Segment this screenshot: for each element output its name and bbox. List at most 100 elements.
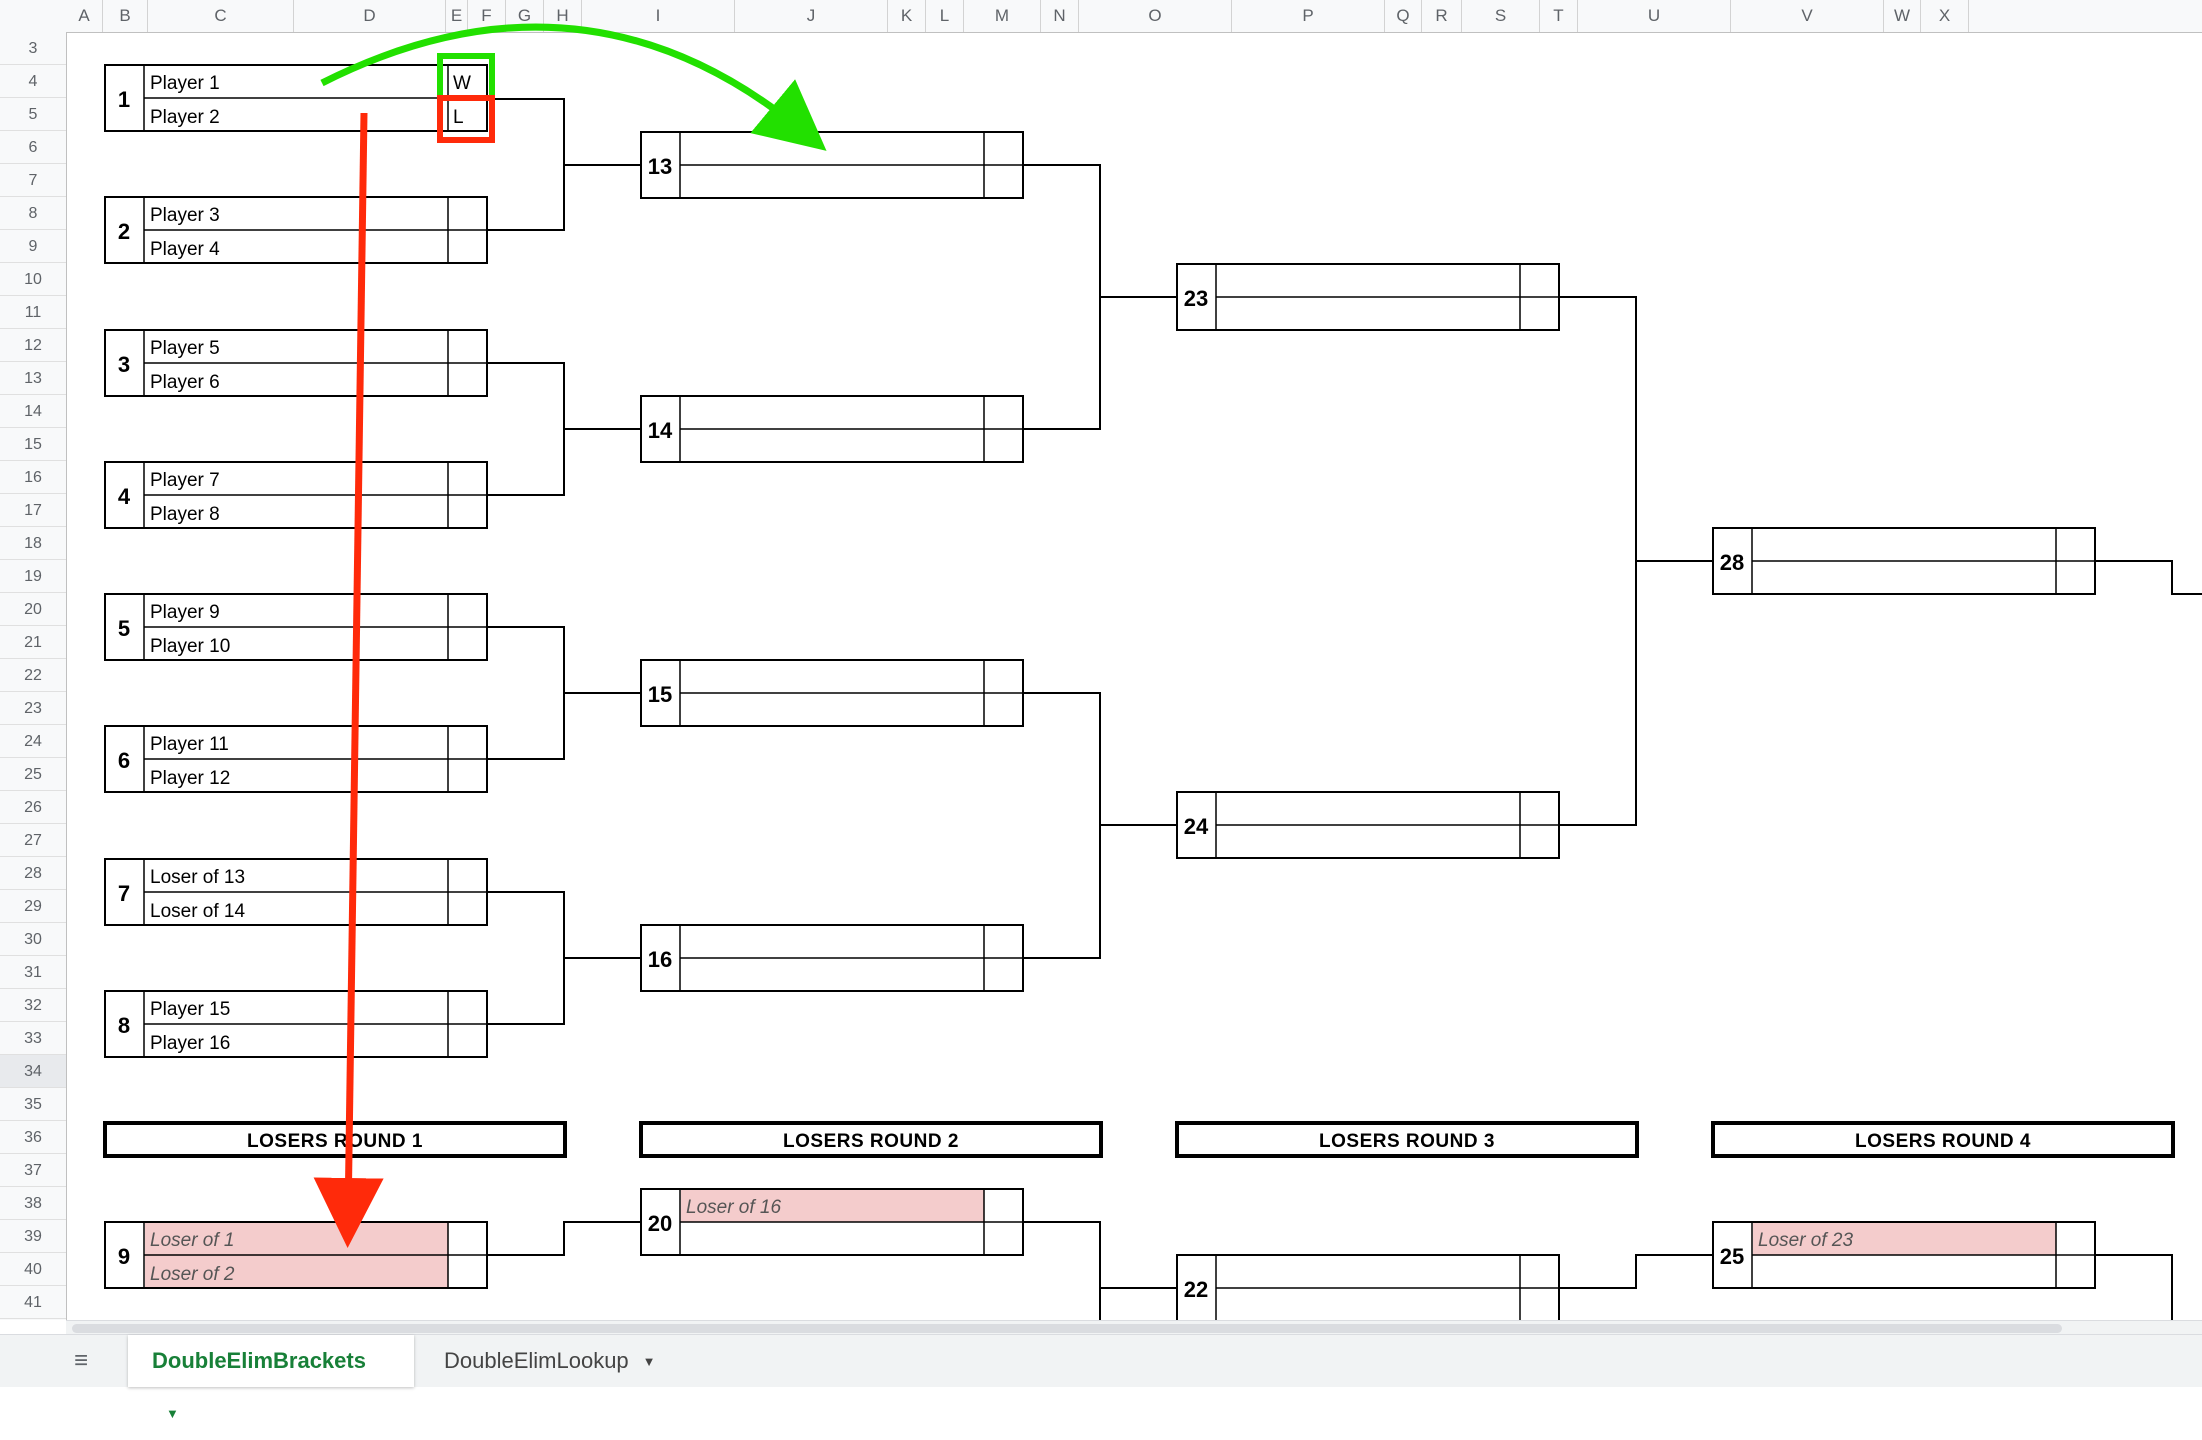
column-header-u[interactable]: U bbox=[1578, 0, 1731, 32]
match-28[interactable]: 28 bbox=[1712, 527, 2096, 595]
row-header-15[interactable]: 15 bbox=[0, 428, 66, 461]
match-bottom-player[interactable]: Player 10 bbox=[150, 636, 230, 657]
match-top-player[interactable]: Player 7 bbox=[150, 470, 220, 491]
row-header-7[interactable]: 7 bbox=[0, 164, 66, 197]
column-header-p[interactable]: P bbox=[1232, 0, 1385, 32]
match-13[interactable]: 13 bbox=[640, 131, 1024, 199]
column-header-i[interactable]: I bbox=[582, 0, 735, 32]
column-header-c[interactable]: C bbox=[148, 0, 294, 32]
column-header-w[interactable]: W bbox=[1884, 0, 1921, 32]
column-header-x[interactable]: X bbox=[1921, 0, 1969, 32]
row-header-22[interactable]: 22 bbox=[0, 659, 66, 692]
match-bottom-player[interactable]: Player 2 bbox=[150, 107, 220, 128]
match-top-player[interactable]: Player 15 bbox=[150, 999, 230, 1020]
row-header-24[interactable]: 24 bbox=[0, 725, 66, 758]
match-bottom-player[interactable]: Player 8 bbox=[150, 504, 220, 525]
loser-mark[interactable]: L bbox=[453, 107, 464, 128]
column-header-d[interactable]: D bbox=[294, 0, 446, 32]
column-header-n[interactable]: N bbox=[1041, 0, 1079, 32]
row-header-25[interactable]: 25 bbox=[0, 758, 66, 791]
tab-doubleelimlookup[interactable]: DoubleElimLookup▼ bbox=[420, 1335, 696, 1387]
match-15[interactable]: 15 bbox=[640, 659, 1024, 727]
column-header-v[interactable]: V bbox=[1731, 0, 1884, 32]
match-16[interactable]: 16 bbox=[640, 924, 1024, 992]
match-top-player[interactable]: Loser of 16 bbox=[686, 1197, 781, 1218]
row-header-38[interactable]: 38 bbox=[0, 1187, 66, 1220]
row-header-16[interactable]: 16 bbox=[0, 461, 66, 494]
match-1[interactable]: 1 Player 1 Player 2 W L bbox=[104, 64, 488, 132]
row-header-9[interactable]: 9 bbox=[0, 230, 66, 263]
match-bottom-player[interactable]: Loser of 2 bbox=[150, 1264, 235, 1285]
row-header-6[interactable]: 6 bbox=[0, 131, 66, 164]
match-bottom-player[interactable]: Player 16 bbox=[150, 1033, 230, 1054]
row-header-20[interactable]: 20 bbox=[0, 593, 66, 626]
column-header-g[interactable]: G bbox=[506, 0, 544, 32]
row-header-36[interactable]: 36 bbox=[0, 1121, 66, 1154]
match-bottom-player[interactable]: Loser of 14 bbox=[150, 901, 245, 922]
row-header-34[interactable]: 34 bbox=[0, 1055, 66, 1088]
row-header-33[interactable]: 33 bbox=[0, 1022, 66, 1055]
row-header-19[interactable]: 19 bbox=[0, 560, 66, 593]
row-header-13[interactable]: 13 bbox=[0, 362, 66, 395]
column-header-a[interactable]: A bbox=[66, 0, 103, 32]
row-header-8[interactable]: 8 bbox=[0, 197, 66, 230]
column-header-m[interactable]: M bbox=[964, 0, 1041, 32]
match-5[interactable]: 5 Player 9 Player 10 bbox=[104, 593, 488, 661]
match-2[interactable]: 2 Player 3 Player 4 bbox=[104, 196, 488, 264]
match-top-player[interactable]: Player 11 bbox=[150, 734, 229, 755]
losers-match-25[interactable]: 25 Loser of 23 bbox=[1712, 1221, 2096, 1289]
horizontal-scrollbar[interactable] bbox=[66, 1320, 2202, 1335]
row-header-28[interactable]: 28 bbox=[0, 857, 66, 890]
row-header-3[interactable]: 3 bbox=[0, 32, 66, 65]
match-14[interactable]: 14 bbox=[640, 395, 1024, 463]
column-header-k[interactable]: K bbox=[888, 0, 926, 32]
match-4[interactable]: 4 Player 7 Player 8 bbox=[104, 461, 488, 529]
match-top-player[interactable]: Player 1 bbox=[150, 73, 220, 94]
match-top-player[interactable]: Player 5 bbox=[150, 338, 220, 359]
match-6[interactable]: 6 Player 11 Player 12 bbox=[104, 725, 488, 793]
column-header-j[interactable]: J bbox=[735, 0, 888, 32]
match-bottom-player[interactable]: Player 4 bbox=[150, 239, 220, 260]
row-header-26[interactable]: 26 bbox=[0, 791, 66, 824]
column-header-e[interactable]: E bbox=[446, 0, 468, 32]
row-header-10[interactable]: 10 bbox=[0, 263, 66, 296]
row-header-29[interactable]: 29 bbox=[0, 890, 66, 923]
row-header-14[interactable]: 14 bbox=[0, 395, 66, 428]
match-7[interactable]: 7 Loser of 13 Loser of 14 bbox=[104, 858, 488, 926]
row-header-30[interactable]: 30 bbox=[0, 923, 66, 956]
losers-match-22[interactable]: 22 bbox=[1176, 1254, 1560, 1320]
row-header-40[interactable]: 40 bbox=[0, 1253, 66, 1286]
column-header-q[interactable]: Q bbox=[1385, 0, 1422, 32]
column-header-o[interactable]: O bbox=[1079, 0, 1232, 32]
row-header-37[interactable]: 37 bbox=[0, 1154, 66, 1187]
column-header-f[interactable]: F bbox=[468, 0, 506, 32]
winner-mark[interactable]: W bbox=[453, 73, 471, 94]
column-header-r[interactable]: R bbox=[1422, 0, 1462, 32]
row-header-27[interactable]: 27 bbox=[0, 824, 66, 857]
losers-match-20[interactable]: 20 Loser of 16 bbox=[640, 1188, 1024, 1256]
row-header-35[interactable]: 35 bbox=[0, 1088, 66, 1121]
column-header-t[interactable]: T bbox=[1540, 0, 1578, 32]
hamburger-list-icon[interactable]: ≡ bbox=[73, 1347, 88, 1374]
row-header-12[interactable]: 12 bbox=[0, 329, 66, 362]
match-bottom-player[interactable]: Player 6 bbox=[150, 372, 220, 393]
losers-match-9[interactable]: 9 Loser of 1 Loser of 2 bbox=[104, 1221, 488, 1289]
row-header-17[interactable]: 17 bbox=[0, 494, 66, 527]
row-header-31[interactable]: 31 bbox=[0, 956, 66, 989]
column-header-b[interactable]: B bbox=[103, 0, 148, 32]
row-header-11[interactable]: 11 bbox=[0, 296, 66, 329]
row-header-41[interactable]: 41 bbox=[0, 1286, 66, 1319]
row-header-23[interactable]: 23 bbox=[0, 692, 66, 725]
match-bottom-player[interactable]: Player 12 bbox=[150, 768, 230, 789]
match-top-player[interactable]: Player 9 bbox=[150, 602, 220, 623]
match-top-player[interactable]: Loser of 23 bbox=[1758, 1230, 1853, 1251]
row-header-21[interactable]: 21 bbox=[0, 626, 66, 659]
row-header-32[interactable]: 32 bbox=[0, 989, 66, 1022]
match-8[interactable]: 8 Player 15 Player 16 bbox=[104, 990, 488, 1058]
row-header-4[interactable]: 4 bbox=[0, 65, 66, 98]
caret-down-icon[interactable]: ▼ bbox=[166, 1406, 179, 1422]
column-header-h[interactable]: H bbox=[544, 0, 582, 32]
row-header-39[interactable]: 39 bbox=[0, 1220, 66, 1253]
horizontal-scrollbar-thumb[interactable] bbox=[72, 1324, 2062, 1333]
column-header-s[interactable]: S bbox=[1462, 0, 1540, 32]
